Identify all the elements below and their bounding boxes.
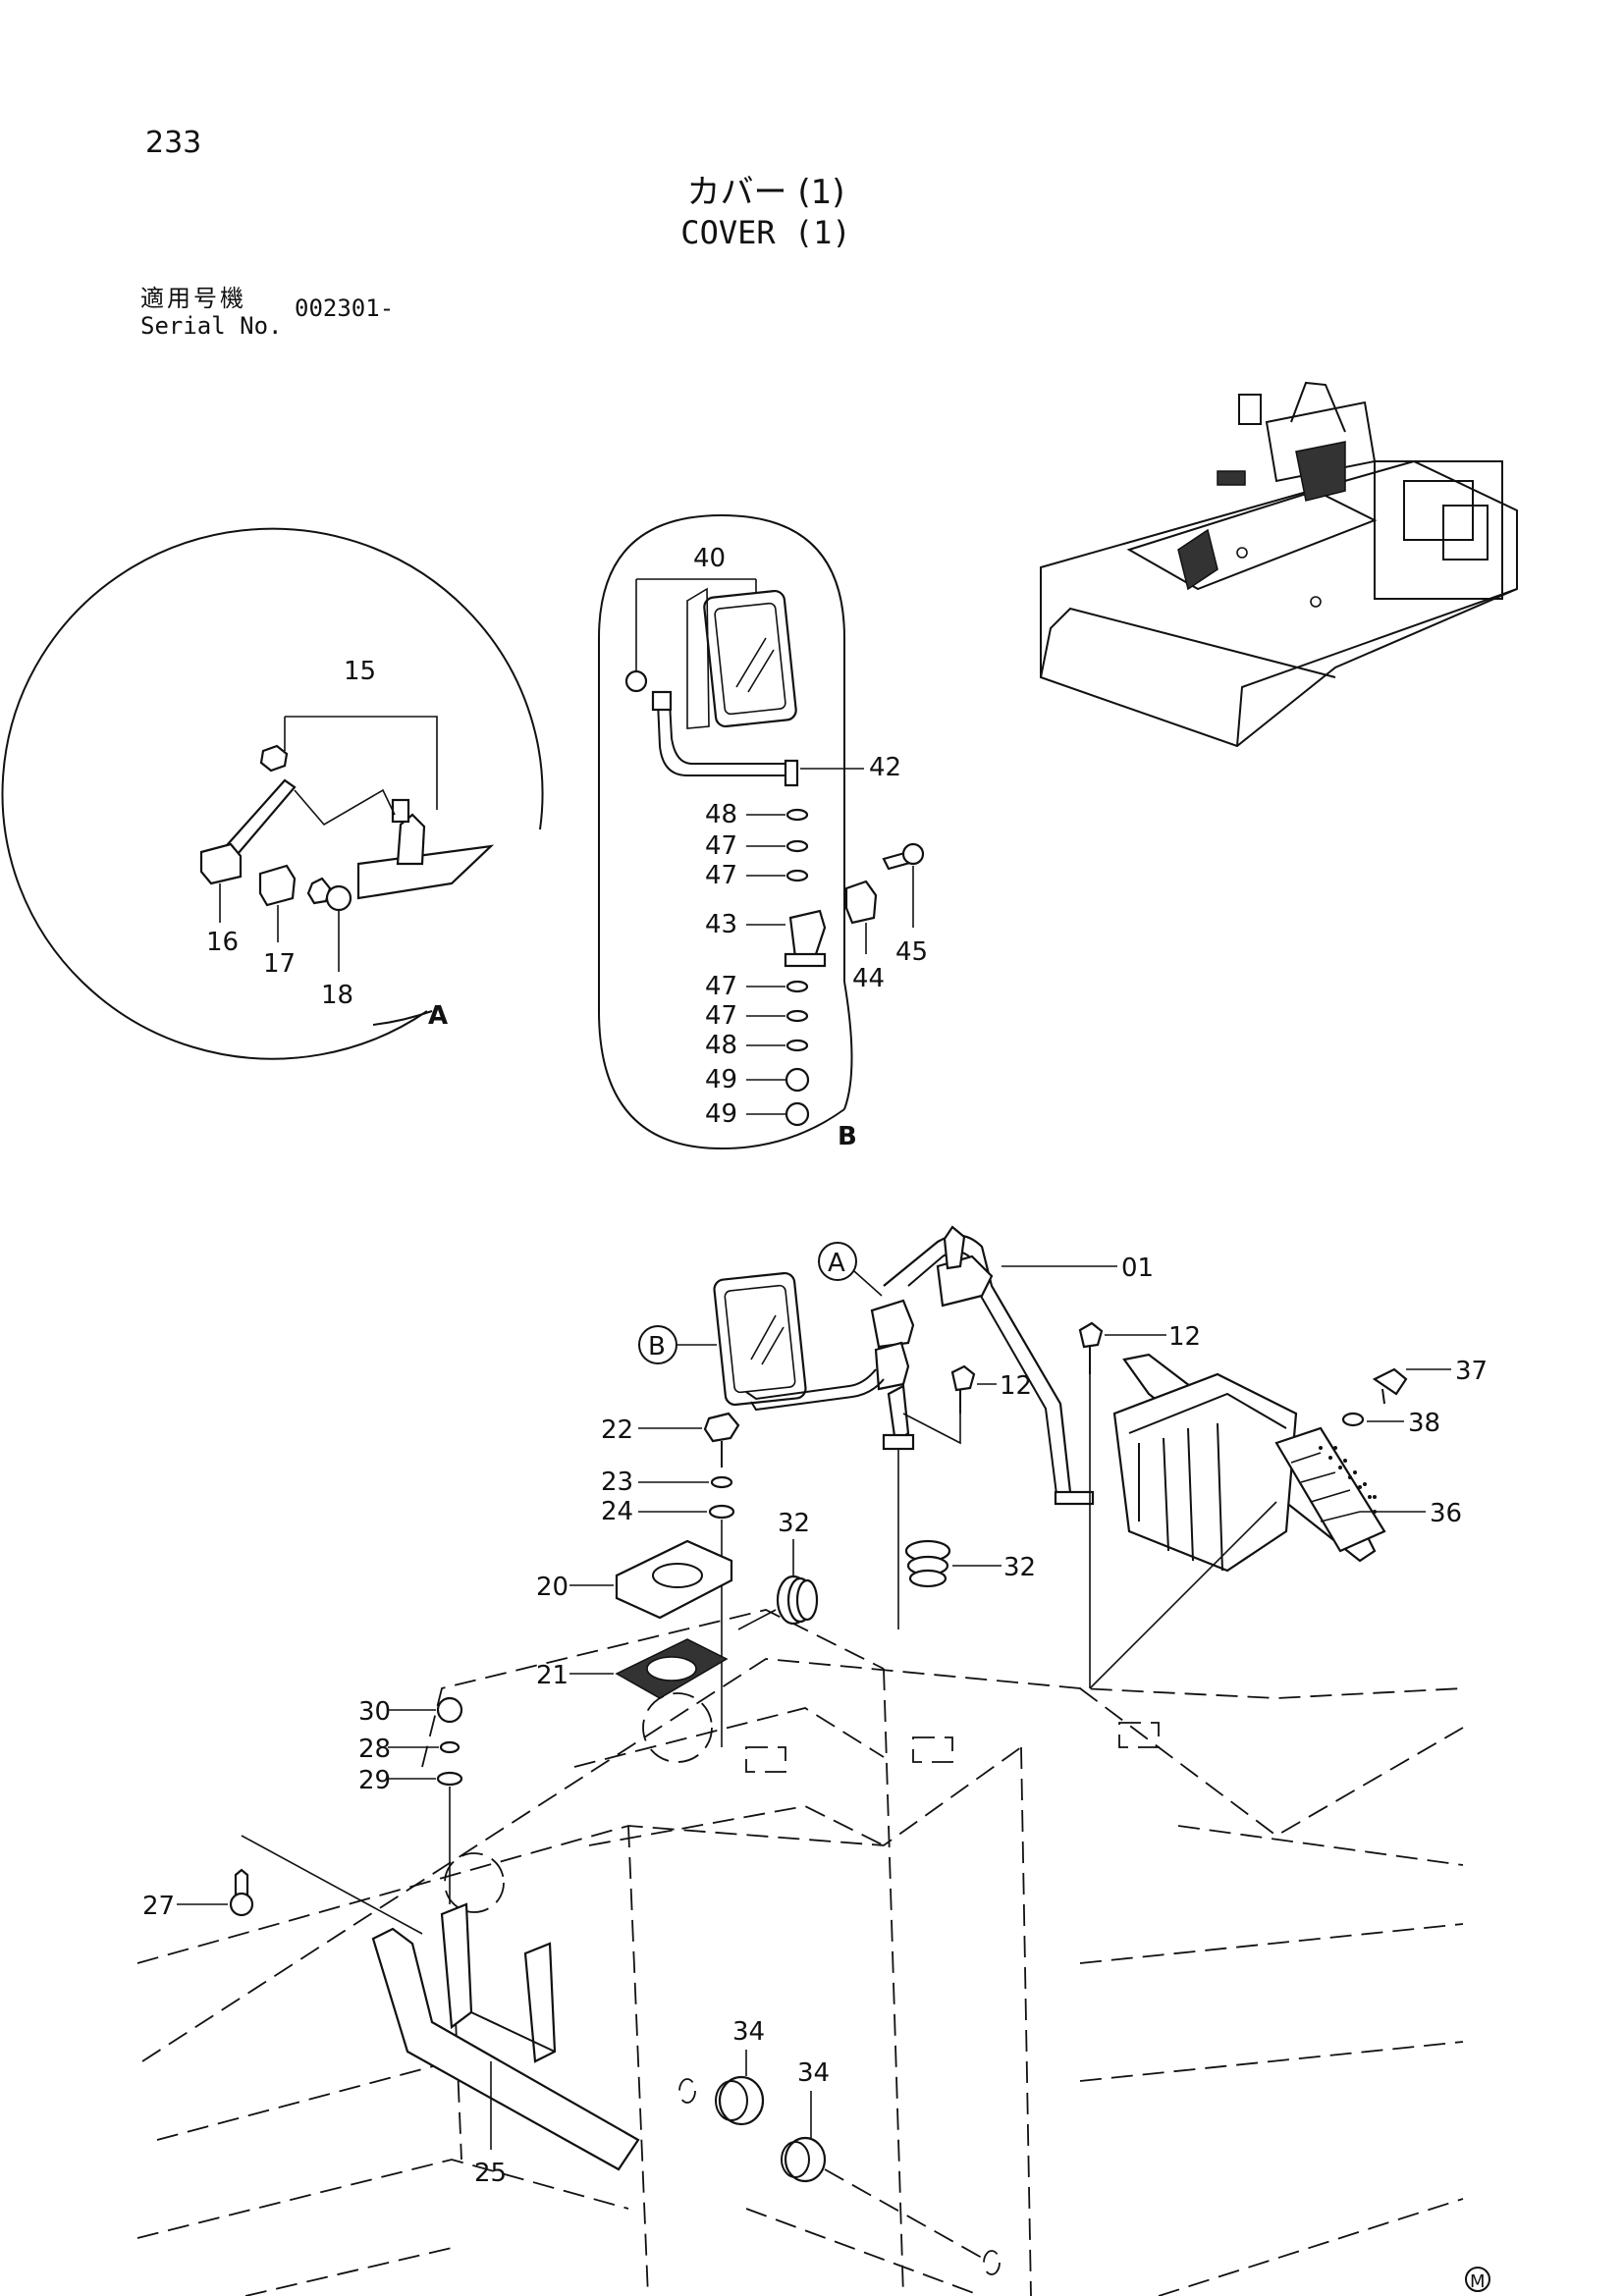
callout-38: 38 <box>1408 1409 1440 1438</box>
callout-12-right: 12 <box>1168 1322 1201 1352</box>
callout-48a: 48 <box>705 800 737 829</box>
callout-30: 30 <box>358 1697 391 1727</box>
callout-20: 20 <box>536 1573 568 1602</box>
callout-16: 16 <box>206 928 239 957</box>
serial-label-japanese: 適用号機 <box>140 285 246 312</box>
callout-17: 17 <box>263 949 296 979</box>
callout-49b: 49 <box>705 1099 737 1129</box>
callout-28: 28 <box>358 1735 391 1764</box>
rubber-mount-parts: 32 32 <box>737 1509 1036 1630</box>
callout-12-left: 12 <box>1000 1371 1032 1401</box>
callout-36: 36 <box>1430 1499 1462 1528</box>
manufacturer-mark-letter: M <box>1470 2271 1486 2292</box>
callout-47b: 47 <box>705 861 737 890</box>
callout-37: 37 <box>1455 1357 1488 1386</box>
detail-a-callout: A 15 16 17 18 <box>1 527 544 1060</box>
callout-21: 21 <box>536 1661 568 1690</box>
callout-47a: 47 <box>705 831 737 861</box>
bracket-parts: 30 28 29 27 25 <box>142 1696 640 2188</box>
callout-49a: 49 <box>705 1065 737 1095</box>
callout-25: 25 <box>474 2159 507 2188</box>
page-number: 233 <box>145 126 202 160</box>
serial-number-value: 002301- <box>295 294 395 322</box>
manufacturer-mark: M <box>1465 2267 1490 2292</box>
machine-overview-illustration <box>1040 381 1518 748</box>
serial-label-english: Serial No. <box>140 312 283 340</box>
detail-b-label: B <box>838 1122 857 1151</box>
callout-18: 18 <box>321 981 353 1010</box>
callout-22: 22 <box>601 1415 633 1445</box>
handrail-assembly: 01 A B 12 12 <box>638 1225 1201 1688</box>
callout-29: 29 <box>358 1766 391 1795</box>
callout-34-upper: 34 <box>732 2017 765 2047</box>
callout-24: 24 <box>601 1497 633 1526</box>
cap-parts: 34 34 <box>678 2017 1001 2275</box>
callout-32-right: 32 <box>1003 1553 1036 1582</box>
detail-a-marker: A <box>828 1249 845 1278</box>
callout-47c: 47 <box>705 972 737 1001</box>
callout-32-left: 32 <box>778 1509 810 1538</box>
page-title-japanese: カバー (1) <box>686 173 845 212</box>
callout-42: 42 <box>869 753 901 782</box>
cover-plate-parts: 22 23 24 20 21 <box>536 1412 740 1747</box>
detail-b-callout: B 40 42 48 47 47 43 44 <box>598 513 928 1151</box>
page-title-english: COVER (1) <box>680 214 851 251</box>
step-assembly: 36 37 38 <box>1089 1353 1488 1689</box>
callout-23: 23 <box>601 1468 633 1497</box>
callout-47d: 47 <box>705 1001 737 1031</box>
callout-40: 40 <box>693 544 726 573</box>
detail-b-marker: B <box>648 1332 666 1362</box>
callout-15: 15 <box>344 657 376 686</box>
callout-01: 01 <box>1121 1254 1154 1283</box>
callout-43: 43 <box>705 910 737 939</box>
callout-27: 27 <box>142 1892 175 1921</box>
machine-body-outline <box>136 1609 1464 2296</box>
callout-34-lower: 34 <box>797 2058 830 2088</box>
callout-44: 44 <box>852 964 885 993</box>
callout-48b: 48 <box>705 1031 737 1060</box>
detail-a-label: A <box>428 1001 448 1031</box>
callout-45: 45 <box>895 937 928 967</box>
